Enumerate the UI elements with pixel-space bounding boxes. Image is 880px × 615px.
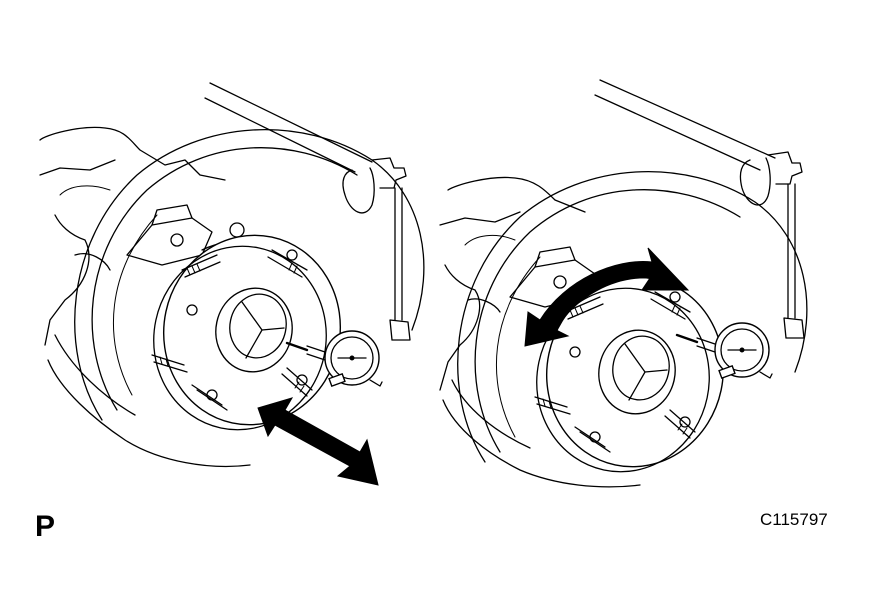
axial-double-arrow-icon	[257, 397, 379, 486]
right-panel-runout-check	[439, 79, 808, 489]
left-panel-axial-check	[39, 82, 425, 486]
hub-flange-left	[74, 128, 425, 447]
rotation-double-arrow-icon	[524, 247, 690, 347]
view-marker-label: P	[35, 510, 56, 543]
figure-code-label: C115797	[760, 510, 828, 529]
